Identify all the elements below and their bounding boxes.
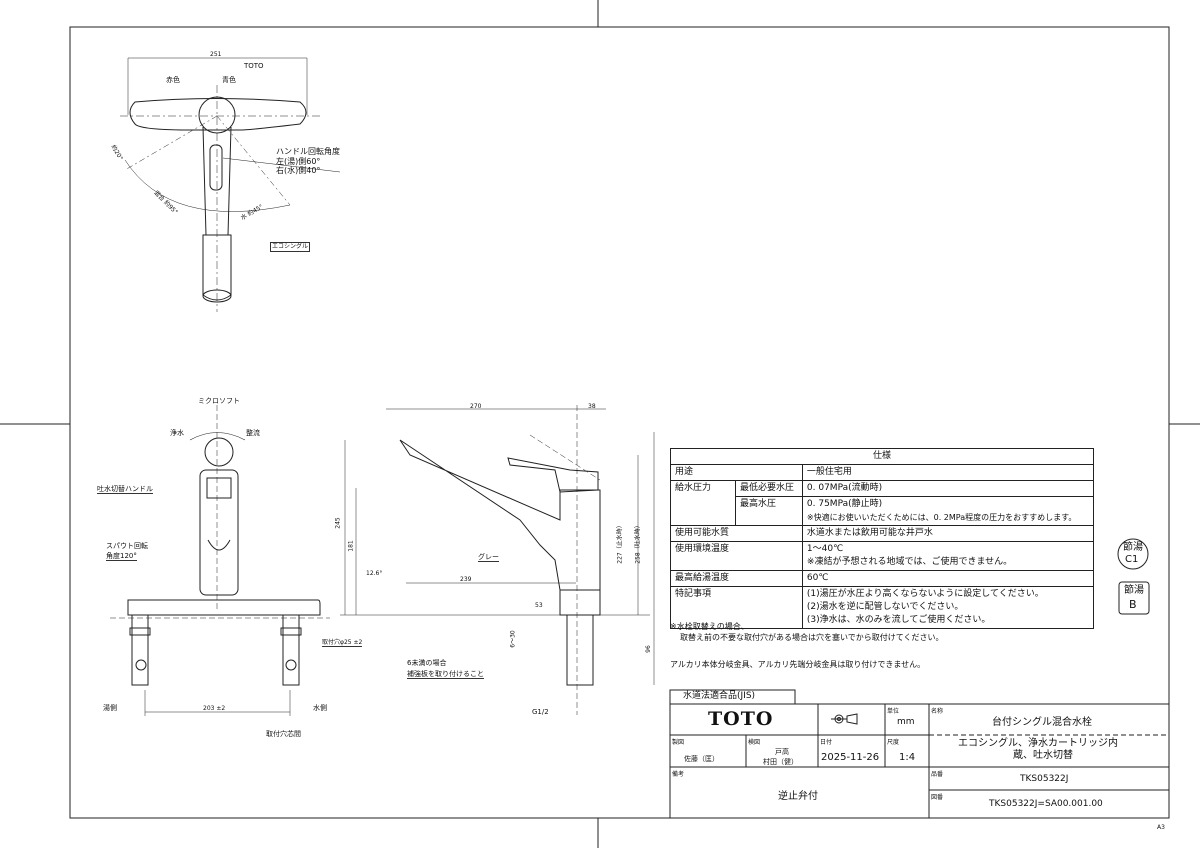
note-replace-1: ※水栓取替えの場合、 bbox=[670, 622, 749, 631]
product-name: 台付シングル混合水栓 bbox=[992, 717, 1092, 728]
water-saving-b-badge-box bbox=[1118, 581, 1150, 615]
dim-pitch: 203 ±2 bbox=[203, 705, 226, 712]
stream-label: 整流 bbox=[246, 429, 260, 437]
toto-logo: TOTO bbox=[708, 708, 774, 730]
remarks-value: 逆止弁付 bbox=[778, 791, 818, 802]
spec-title: 仕様 bbox=[670, 448, 1094, 465]
reinforce-note-2: 補強板を取り付けること bbox=[407, 670, 484, 679]
dim-38: 38 bbox=[588, 403, 596, 410]
dim-181: 181 bbox=[347, 540, 355, 552]
spout-rotation-angle: 角度120° bbox=[106, 552, 137, 561]
hot-side-label: 湯側 bbox=[103, 704, 117, 712]
dim-6-30: 6～30 bbox=[509, 630, 517, 648]
table-row: 用途一般住宅用 bbox=[670, 464, 1095, 481]
part-label: 品番 bbox=[931, 771, 944, 778]
drawn-by: 佐藤（匡） bbox=[684, 755, 719, 763]
gray-label: グレー bbox=[478, 553, 499, 562]
label-toto: TOTO bbox=[244, 62, 264, 70]
dim-53: 53 bbox=[535, 602, 543, 609]
thread-label: G1/2 bbox=[532, 708, 549, 716]
product-name-sub-2: 蔵、吐水切替 bbox=[1013, 750, 1073, 761]
handle-angle-title: ハンドル回転角度 bbox=[276, 147, 340, 156]
water-saving-b-line1: 節湯 bbox=[1124, 585, 1144, 596]
reinforce-note-1: 6未満の場合 bbox=[407, 659, 447, 667]
note-replace-2: 取替え前の不要な取付穴がある場合は穴を塞いでから取付けてください。 bbox=[680, 633, 944, 642]
label-red: 赤色 bbox=[166, 76, 180, 84]
micro-soft-label: ミクロソフト bbox=[198, 397, 240, 405]
drawing-no-label: 図番 bbox=[931, 794, 944, 801]
scale-value: 1:4 bbox=[899, 752, 916, 763]
purified-label: 浄水 bbox=[170, 429, 184, 437]
dim-258: 258（吐水時） bbox=[634, 522, 642, 564]
drawing-frame bbox=[69, 26, 1170, 819]
drawn-label: 製図 bbox=[672, 739, 685, 746]
side-view-faucet bbox=[340, 405, 655, 715]
top-view-faucet bbox=[120, 57, 341, 312]
sheet-size: A3 bbox=[1157, 824, 1165, 831]
dim-96: 96 bbox=[644, 645, 652, 653]
part-number: TKS05322J bbox=[1020, 774, 1069, 784]
pitch-label: 取付穴芯間 bbox=[266, 730, 301, 738]
dim-270: 270 bbox=[470, 403, 482, 410]
dim-227: 227（止水時） bbox=[616, 522, 624, 564]
front-view-faucet bbox=[110, 405, 330, 716]
note-alkali: アルカリ本体分岐金具、アルカリ先端分岐金具は取り付けできません。 bbox=[670, 660, 926, 669]
water-saving-c1-badge-circle bbox=[1117, 538, 1149, 570]
name-label: 名称 bbox=[931, 708, 944, 715]
table-row: 特記事項(1)湯圧が水圧より高くならないように設定してください。(2)湯水を逆に… bbox=[670, 586, 1095, 629]
dim-245: 245 bbox=[334, 517, 342, 529]
dim-angle: 12.6° bbox=[366, 570, 383, 577]
water-saving-b-line2: B bbox=[1129, 598, 1137, 611]
checked-by-1: 戸高 bbox=[775, 748, 789, 756]
spout-rotation-label: スパウト回転 bbox=[106, 542, 148, 550]
jis-label: 水道法適合品(JIS) bbox=[683, 691, 756, 701]
cold-side-label: 水側 bbox=[313, 704, 327, 712]
eco-single-badge: エコシングル bbox=[270, 242, 311, 252]
checked-by-2: 村田（健） bbox=[763, 758, 798, 766]
switch-handle-label: 吐水切替ハンドル bbox=[97, 485, 153, 494]
unit-value: mm bbox=[897, 717, 915, 727]
title-block-grid bbox=[669, 689, 1170, 819]
water-saving-c1-line1: 節湯 bbox=[1123, 542, 1143, 553]
checked-label: 検図 bbox=[748, 739, 761, 746]
dim-width: 251 bbox=[210, 51, 222, 58]
handle-angle-right: 右(水)側40° bbox=[276, 166, 321, 175]
label-blue: 青色 bbox=[222, 76, 236, 84]
unit-label: 単位 bbox=[887, 708, 900, 715]
scale-label: 尺度 bbox=[887, 739, 900, 746]
remarks-label: 備考 bbox=[672, 771, 685, 778]
water-saving-c1-line2: C1 bbox=[1125, 554, 1139, 565]
mount-hole-label: 取付穴φ25 ±2 bbox=[322, 639, 363, 647]
product-name-sub-1: エコシングル、浄水カートリッジ内 bbox=[958, 738, 1118, 749]
drawing-number: TKS05322J=SA00.001.00 bbox=[989, 799, 1103, 809]
dim-239: 239 bbox=[460, 576, 472, 583]
date-value: 2025-11-26 bbox=[821, 752, 880, 763]
date-label: 日付 bbox=[820, 739, 833, 746]
handle-angle-left: 左(湯)側60° bbox=[276, 157, 321, 166]
table-row: 使用可能水質水道水または飲用可能な井戸水 bbox=[670, 525, 1095, 542]
